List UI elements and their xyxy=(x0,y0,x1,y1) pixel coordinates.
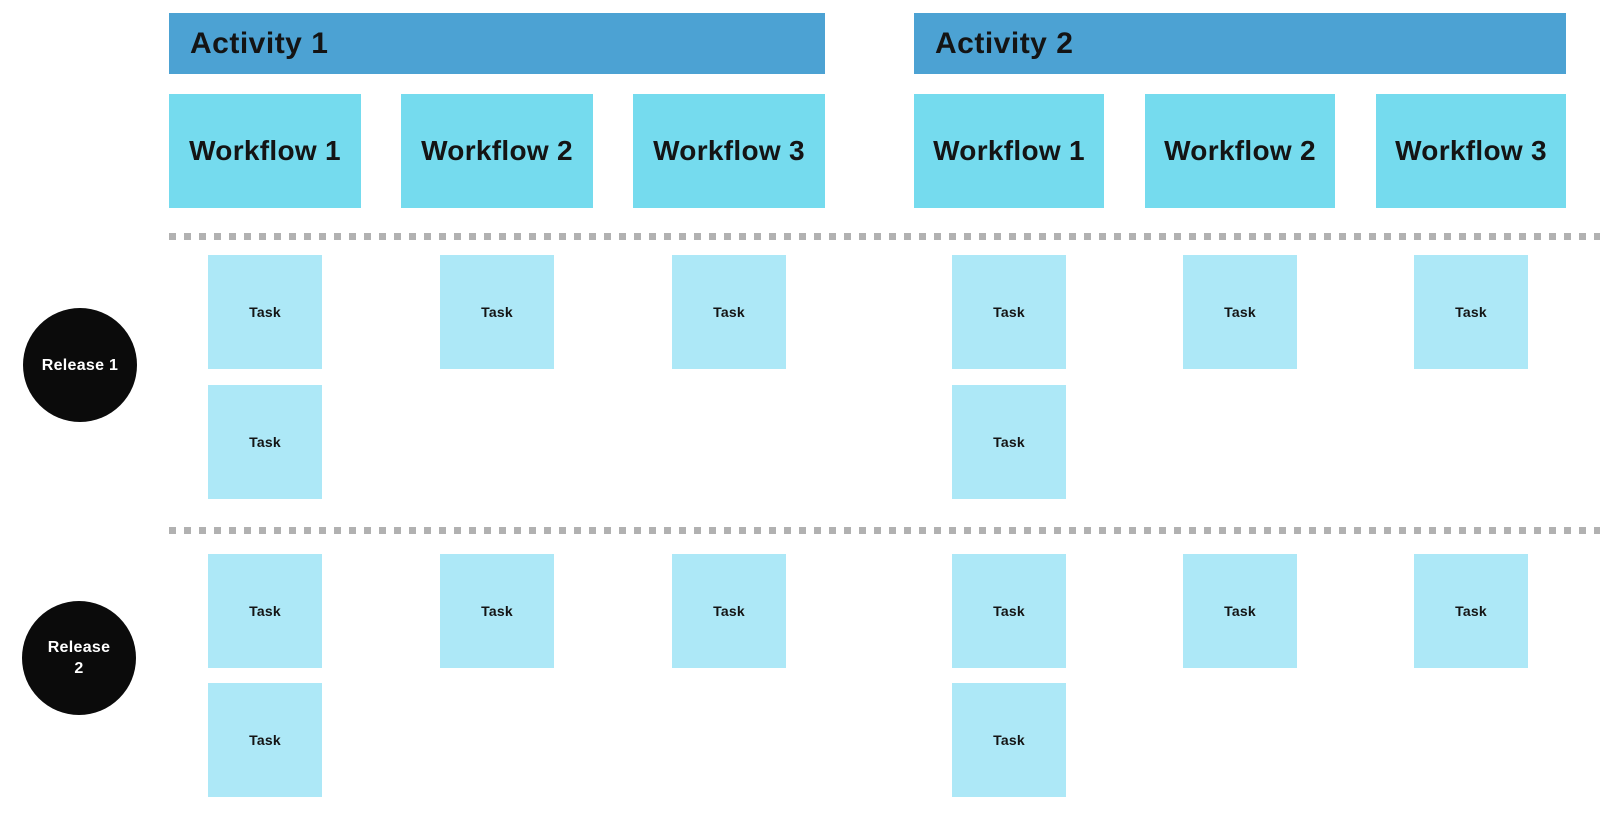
workflow-a2-w3-label: Workflow 3 xyxy=(1395,135,1547,166)
release-2-circle[interactable]: Release 2 xyxy=(22,601,136,715)
task-card[interactable]: Task xyxy=(952,683,1066,797)
workflow-a2-w1-label: Workflow 1 xyxy=(933,135,1085,166)
task-card[interactable]: Task xyxy=(1183,554,1297,668)
workflow-box-a2-w1[interactable]: Workflow 1 xyxy=(914,94,1104,208)
task-card[interactable]: Task xyxy=(208,255,322,369)
task-card[interactable]: Task xyxy=(952,554,1066,668)
release-1-label-line1: Release 1 xyxy=(41,356,119,374)
task-card[interactable]: Task xyxy=(1414,255,1528,369)
task-label: Task xyxy=(993,434,1025,450)
workflow-a2-w2-label: Workflow 2 xyxy=(1164,135,1316,166)
activity-2-label: Activity 2 xyxy=(935,26,1074,60)
task-label: Task xyxy=(249,434,281,450)
task-label: Task xyxy=(713,603,745,619)
task-label: Task xyxy=(1455,603,1487,619)
task-card[interactable]: Task xyxy=(1414,554,1528,668)
task-card[interactable]: Task xyxy=(208,554,322,668)
release-2-label-line1: Release xyxy=(47,639,111,656)
workflow-a1-w2-label: Workflow 2 xyxy=(421,135,573,166)
task-label: Task xyxy=(249,732,281,748)
activity-1-bar[interactable]: Activity 1 xyxy=(169,13,825,74)
activity-1-label: Activity 1 xyxy=(190,26,329,60)
task-card[interactable]: Task xyxy=(208,683,322,797)
task-card[interactable]: Task xyxy=(952,255,1066,369)
workflow-a1-w3-label: Workflow 3 xyxy=(653,135,805,166)
task-card[interactable]: Task xyxy=(1183,255,1297,369)
task-label: Task xyxy=(1455,304,1487,320)
task-label: Task xyxy=(249,603,281,619)
workflow-box-a1-w3[interactable]: Workflow 3 xyxy=(633,94,825,208)
task-label: Task xyxy=(993,732,1025,748)
task-card[interactable]: Task xyxy=(208,385,322,499)
activity-2-bar[interactable]: Activity 2 xyxy=(914,13,1566,74)
task-label: Task xyxy=(1224,603,1256,619)
task-card[interactable]: Task xyxy=(672,554,786,668)
release-2-divider xyxy=(169,527,1600,534)
task-card[interactable]: Task xyxy=(672,255,786,369)
task-card[interactable]: Task xyxy=(440,554,554,668)
release-2-label-line2: 2 xyxy=(74,660,84,677)
release-1-circle[interactable]: Release 1 xyxy=(23,308,137,422)
task-label: Task xyxy=(1224,304,1256,320)
workflow-a1-w1-label: Workflow 1 xyxy=(189,135,341,166)
task-card[interactable]: Task xyxy=(440,255,554,369)
task-label: Task xyxy=(993,603,1025,619)
workflow-box-a1-w1[interactable]: Workflow 1 xyxy=(169,94,361,208)
workflow-box-a2-w2[interactable]: Workflow 2 xyxy=(1145,94,1335,208)
task-card[interactable]: Task xyxy=(952,385,1066,499)
workflow-box-a1-w2[interactable]: Workflow 2 xyxy=(401,94,593,208)
task-label: Task xyxy=(993,304,1025,320)
task-label: Task xyxy=(713,304,745,320)
workflow-box-a2-w3[interactable]: Workflow 3 xyxy=(1376,94,1566,208)
release-1-divider xyxy=(169,233,1600,240)
task-label: Task xyxy=(481,603,513,619)
task-label: Task xyxy=(481,304,513,320)
task-label: Task xyxy=(249,304,281,320)
